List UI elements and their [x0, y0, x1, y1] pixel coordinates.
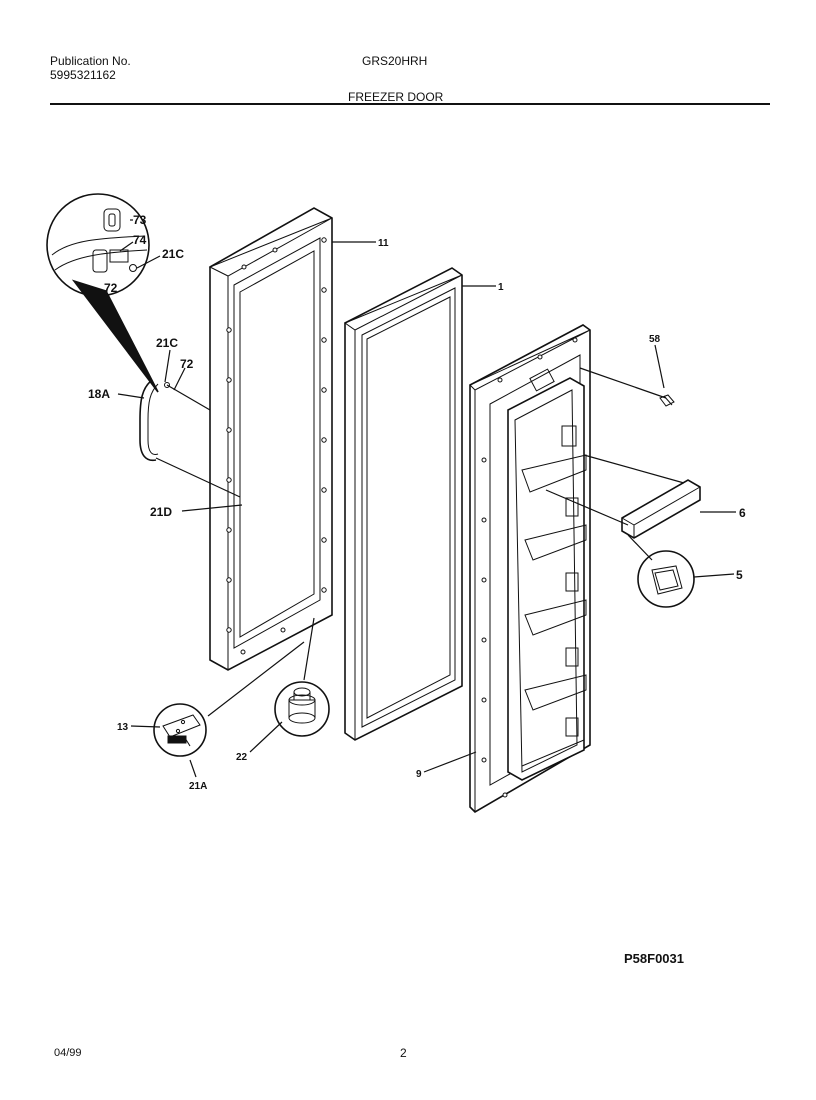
callout-72: 72	[180, 357, 194, 371]
callout-72-top: 72	[104, 281, 118, 295]
publication-number: 5995321162	[50, 68, 116, 82]
shelf-retainer-part-6	[621, 479, 701, 539]
handle-part-18A	[139, 379, 170, 462]
callout-58: 58	[649, 334, 661, 345]
door-frame-part-11	[208, 207, 333, 671]
door-bins	[521, 425, 587, 767]
callout-73: 73	[133, 213, 147, 227]
callout-13: 13	[117, 722, 129, 733]
callout-22: 22	[236, 752, 248, 763]
section-title: FREEZER DOOR	[348, 90, 444, 104]
callout-21d: 21D	[150, 505, 172, 519]
page-number: 2	[400, 1046, 407, 1060]
callout-6: 6	[739, 506, 746, 520]
end-cap-part-5	[637, 550, 695, 608]
publication-label: Publication No.	[50, 54, 131, 68]
callout-21a: 21A	[189, 781, 207, 792]
door-panel-part-9	[469, 324, 591, 814]
header-rule	[50, 103, 770, 105]
callout-labels: 73 74 21C 72 21C 72 18A 21D 11 1 58 6 5 …	[88, 213, 746, 792]
leader-lines	[117, 219, 736, 778]
callout-9: 9	[416, 769, 422, 780]
hinge-detail-part-13	[153, 703, 207, 757]
callout-5: 5	[736, 568, 743, 582]
callout-21c: 21C	[156, 336, 178, 350]
callout-21c-top: 21C	[162, 247, 184, 261]
callout-74: 74	[133, 233, 147, 247]
model-number: GRS20HRH	[362, 54, 428, 68]
footer-date: 04/99	[54, 1047, 82, 1059]
panel-screw-holes	[481, 337, 578, 798]
frame-screw-holes	[226, 237, 327, 655]
door-gasket-part-1	[343, 267, 463, 741]
callout-18a: 18A	[88, 387, 110, 401]
door-stop-part-22	[274, 681, 330, 737]
callout-1: 1	[498, 282, 504, 293]
callout-11: 11	[378, 238, 389, 249]
detail-callout-circle	[46, 193, 159, 393]
diagram-code: P58F0031	[624, 951, 684, 966]
